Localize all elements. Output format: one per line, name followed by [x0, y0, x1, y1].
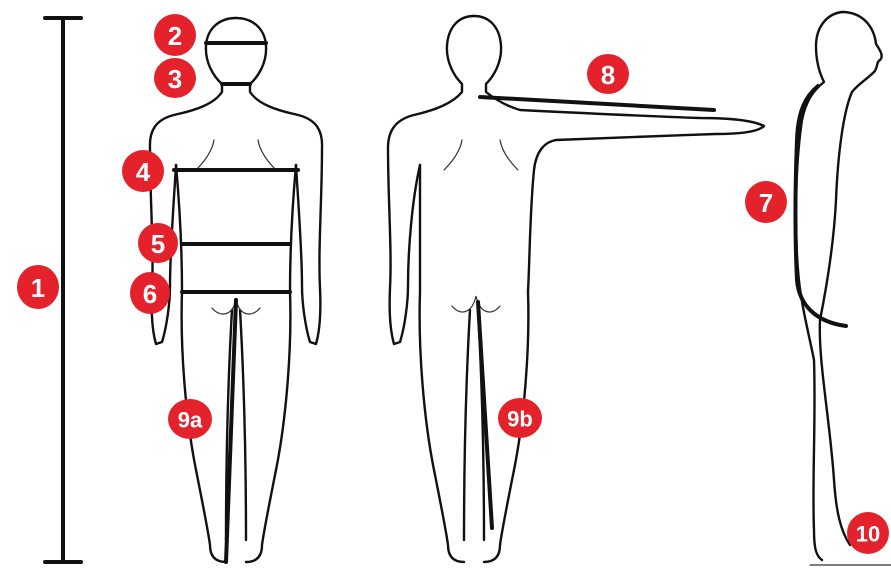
marker-3-label: 3: [168, 64, 182, 94]
marker-6-label: 6: [143, 279, 157, 309]
marker-4: 4: [122, 150, 164, 192]
marker-7: 7: [745, 181, 787, 223]
marker-9a: 9a: [168, 399, 212, 439]
marker-9a-label: 9a: [178, 408, 203, 433]
marker-4-label: 4: [136, 157, 151, 187]
back-body-figure: [388, 16, 764, 562]
marker-7-label: 7: [759, 188, 773, 218]
marker-5: 5: [138, 223, 178, 263]
side-measurement-lines: [796, 86, 847, 326]
marker-1-label: 1: [31, 273, 45, 303]
marker-2-label: 2: [168, 21, 182, 51]
marker-3: 3: [154, 58, 196, 98]
marker-9b-label: 9b: [507, 407, 533, 432]
marker-10: 10: [847, 512, 889, 554]
marker-9b: 9b: [498, 398, 542, 438]
marker-8-label: 8: [601, 60, 615, 90]
marker-2: 2: [154, 14, 196, 56]
marker-10-label: 10: [856, 522, 880, 547]
marker-6: 6: [130, 272, 170, 314]
back-measurement-lines: [478, 97, 714, 528]
marker-1: 1: [17, 265, 59, 309]
marker-5-label: 5: [151, 229, 165, 259]
marker-8: 8: [587, 54, 629, 94]
front-measurement-lines: [174, 43, 298, 562]
